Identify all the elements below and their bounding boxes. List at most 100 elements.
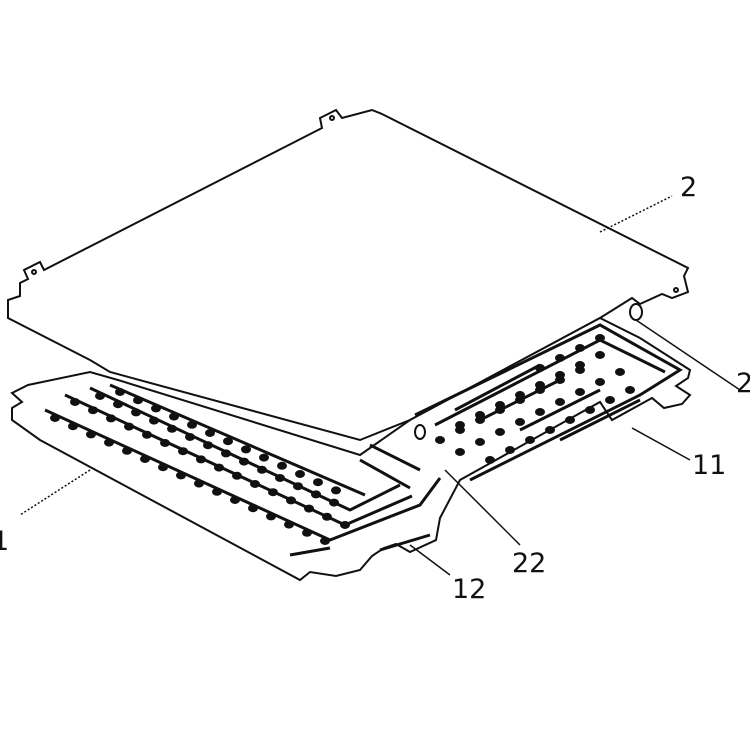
dimple — [475, 438, 485, 446]
dimple — [565, 416, 575, 424]
dimple — [167, 424, 177, 433]
dimple — [178, 447, 188, 456]
dimple — [50, 414, 60, 422]
dimple — [475, 411, 485, 419]
dimple — [515, 391, 525, 399]
leader-line-22 — [444, 469, 521, 546]
connector-fitting — [414, 424, 426, 440]
dimple — [115, 388, 125, 396]
dimple — [322, 512, 332, 521]
dimple — [340, 521, 350, 529]
dimple — [88, 406, 98, 415]
label-top-plate-right: 2 — [736, 368, 750, 399]
dimple — [575, 361, 585, 369]
dimple — [133, 396, 143, 405]
dimple — [313, 478, 323, 487]
dimple — [515, 418, 525, 426]
dimple — [158, 463, 168, 472]
dimple — [625, 386, 635, 394]
dimple — [535, 408, 545, 416]
dimple — [275, 474, 285, 482]
dimple — [495, 401, 505, 409]
dimple — [122, 446, 132, 455]
dimple — [194, 479, 204, 488]
dimple — [595, 378, 605, 386]
dimple — [329, 498, 339, 507]
dimple — [223, 437, 233, 446]
dimple — [248, 504, 258, 513]
dimple — [535, 381, 545, 389]
dimple — [311, 490, 321, 499]
dimple — [212, 487, 222, 496]
label-inlet: 12 — [452, 574, 487, 605]
dimple — [239, 457, 249, 466]
mount-hole — [673, 287, 679, 293]
dimple — [455, 448, 465, 456]
dimple — [187, 420, 197, 429]
dimple — [140, 455, 150, 463]
dimple — [160, 439, 170, 447]
dimple — [495, 428, 505, 436]
dimple — [205, 429, 215, 437]
dimple — [232, 471, 242, 480]
dimple — [250, 480, 260, 488]
dimple — [95, 392, 105, 400]
label-top-plate: 2 — [680, 172, 698, 203]
dimple — [555, 354, 565, 362]
mount-hole — [329, 115, 335, 121]
mount-hole — [31, 269, 37, 275]
dimple — [535, 364, 545, 372]
leader-line-12 — [409, 544, 451, 576]
label-outlet: 11 — [692, 450, 727, 481]
dimple — [605, 396, 615, 404]
dimple — [555, 398, 565, 406]
dimple — [575, 388, 585, 396]
dimple — [505, 446, 515, 454]
dimple — [113, 400, 123, 409]
dimple — [485, 456, 495, 464]
dimple — [455, 421, 465, 429]
dimple — [196, 455, 206, 464]
dimple — [302, 528, 312, 537]
dimple — [293, 482, 303, 491]
dimple — [169, 412, 179, 421]
dimple — [286, 496, 296, 505]
top-cover-plate — [7, 108, 690, 442]
dimple — [259, 453, 269, 462]
dimple — [435, 436, 445, 444]
dimple — [104, 438, 114, 447]
dimple — [331, 486, 341, 495]
dimple — [277, 461, 287, 470]
dimple — [595, 334, 605, 342]
dimple — [284, 520, 294, 529]
label-connector: 22 — [512, 548, 547, 579]
port-fitting — [629, 303, 643, 321]
dimple — [185, 433, 195, 441]
dimple — [68, 422, 78, 431]
dimple — [124, 422, 134, 431]
leader-line-11 — [631, 427, 691, 461]
dimple — [214, 463, 224, 472]
dimple — [230, 496, 240, 504]
label-bottom-plate: 1 — [0, 526, 10, 557]
dimple — [106, 414, 116, 423]
dimple — [320, 537, 330, 545]
dimple — [257, 465, 267, 474]
dimple — [268, 488, 278, 497]
dimple — [266, 512, 276, 521]
dimple — [585, 406, 595, 414]
dimple — [575, 344, 585, 352]
leader-line-2-right — [635, 319, 741, 391]
dimple — [86, 430, 96, 439]
dimple — [545, 426, 555, 434]
dimple — [525, 436, 535, 444]
dimple — [241, 445, 251, 454]
dimple — [131, 408, 141, 417]
dimple — [595, 351, 605, 359]
dimple — [176, 471, 186, 480]
dimple — [304, 504, 314, 513]
dimple — [149, 416, 159, 425]
dimple — [151, 404, 161, 413]
